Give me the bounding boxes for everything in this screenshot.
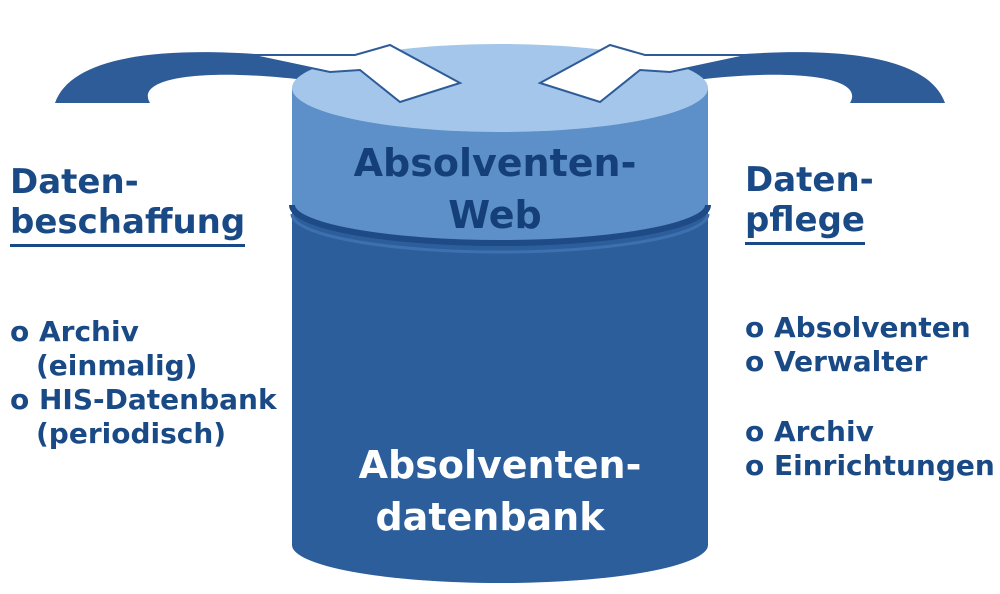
left-column: Daten- beschaffung o Archiv (einmalig) o… xyxy=(10,162,277,451)
right-column: Daten- pflege o Absolventen o Verwalter … xyxy=(745,160,995,483)
left-arrowhead xyxy=(249,43,463,104)
list-item: o Archiv xyxy=(10,315,139,348)
cylinder-divider xyxy=(289,204,711,246)
bottom-label-line2: datenbank xyxy=(375,495,605,539)
right-heading-line2: pflege xyxy=(745,200,865,245)
right-heading: Daten- pflege xyxy=(745,160,995,245)
left-list: o Archiv (einmalig) o HIS-Datenbank (per… xyxy=(10,315,277,451)
list-item: o Archiv xyxy=(745,415,874,448)
cylinder-body xyxy=(292,200,708,583)
bottom-label-line1: Absolventen- xyxy=(359,443,642,487)
left-heading-line1: Daten- xyxy=(10,162,139,202)
list-item: o HIS-Datenbank xyxy=(10,383,277,416)
list-item: o Einrichtungen xyxy=(745,449,995,482)
right-heading-line1: Daten- xyxy=(745,160,874,200)
right-arrowhead xyxy=(537,43,751,104)
list-item: o Absolventen xyxy=(745,311,971,344)
list-item-note: (einmalig) xyxy=(36,349,198,382)
top-label-line1: Absolventen- xyxy=(354,141,637,185)
list-item: o Verwalter xyxy=(745,345,928,378)
list-item-note: (periodisch) xyxy=(36,417,227,450)
cylinder-top-band xyxy=(292,88,708,243)
right-list: o Absolventen o Verwalter o Archiv o Ein… xyxy=(745,311,995,483)
left-heading-line2: beschaffung xyxy=(10,202,246,247)
left-heading: Daten- beschaffung xyxy=(10,162,277,247)
top-label-line2: Web xyxy=(448,193,542,237)
